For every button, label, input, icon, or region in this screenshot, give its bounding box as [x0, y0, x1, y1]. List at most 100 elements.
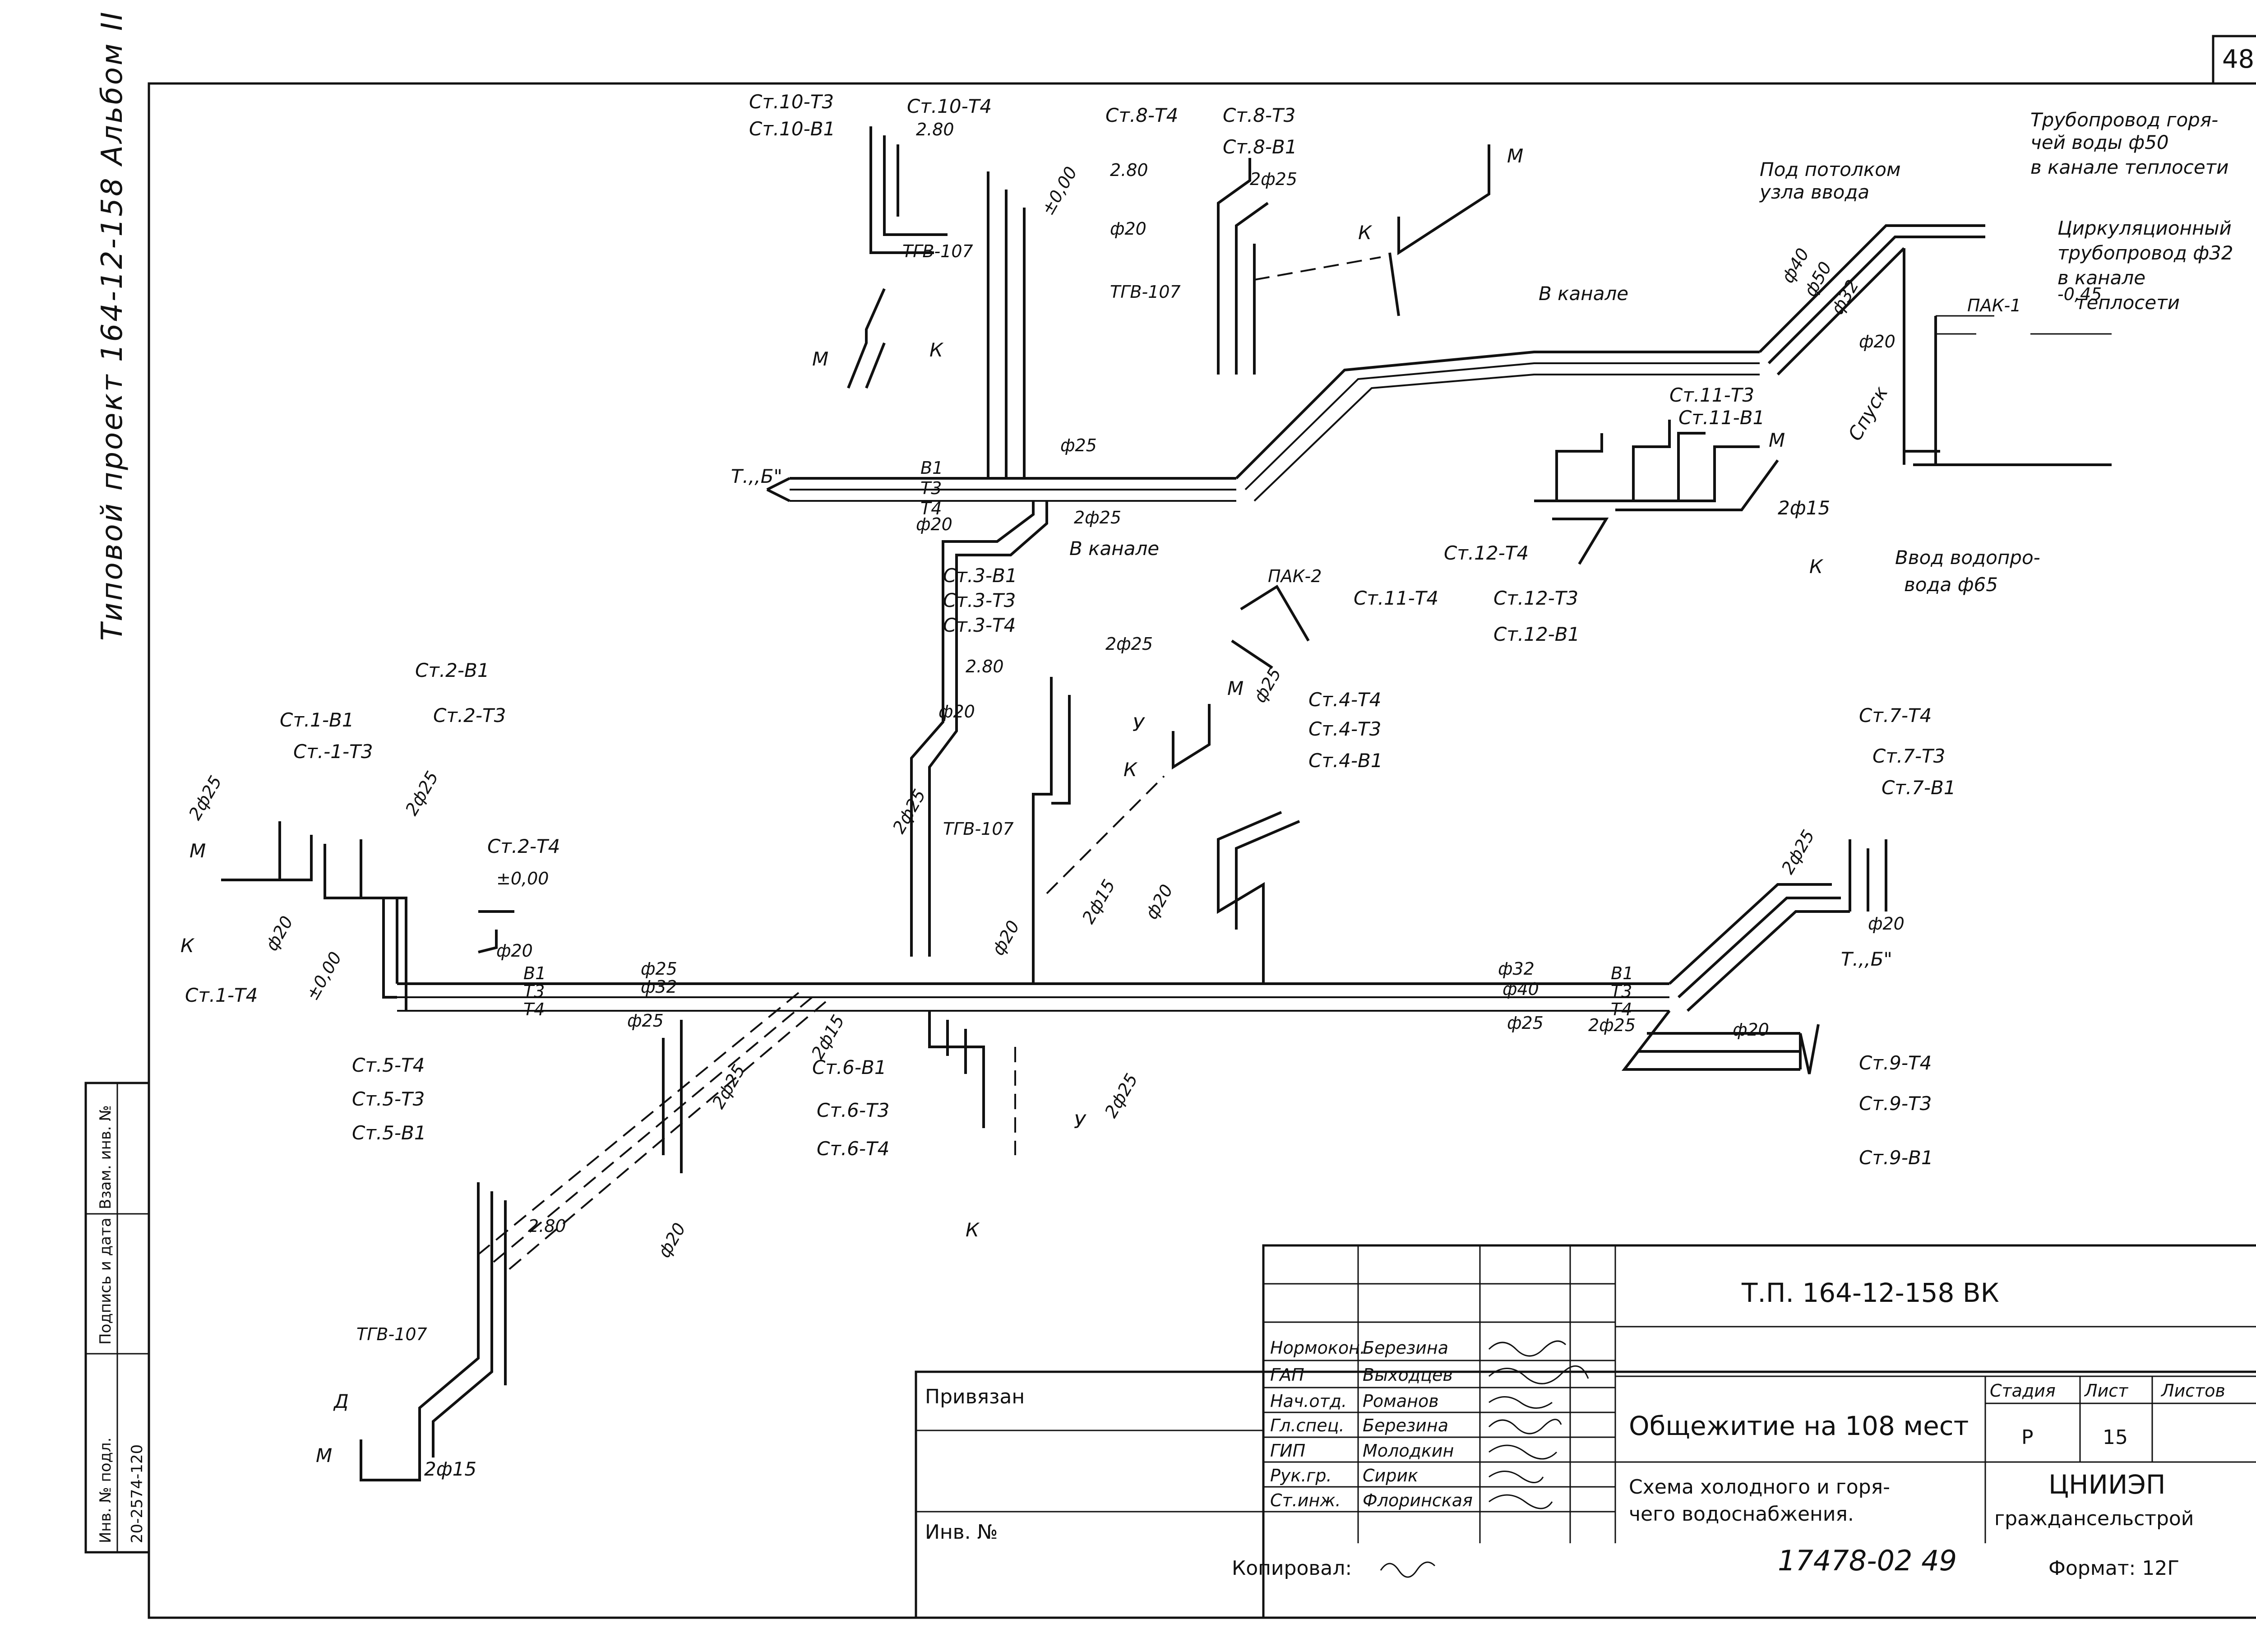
label-st8-b1: Ст.8-В1: [1223, 136, 1297, 158]
label-spusk: Спуск: [1844, 382, 1892, 444]
code-t3-right: Т3: [1611, 981, 1632, 1001]
tb-bound: Привязан: [925, 1385, 1025, 1408]
fixture-m-st1: М: [190, 840, 206, 862]
fixture-m-st8: М: [1507, 145, 1523, 167]
label-d20-k: ф20: [1142, 881, 1177, 922]
label-st5-t4: Ст.5-Т4: [352, 1054, 425, 1076]
tb-name-6: Флоринская: [1363, 1490, 1473, 1510]
label-d15-a: 2ф15: [1078, 876, 1119, 927]
tb-inv: Инв. №: [925, 1521, 998, 1544]
fixture-m-st3: М: [1227, 677, 1244, 699]
label-d25-f: 2ф25: [889, 786, 930, 837]
tb-stage: Р: [2021, 1426, 2034, 1449]
stamp-inv-value: 20-2574-120: [128, 1444, 146, 1543]
label-circ-3: в канале: [2057, 267, 2145, 289]
label-st11-b1: Ст.11-В1: [1678, 407, 1765, 429]
code-b1-upper: В1: [920, 458, 943, 478]
fixture-k-st10: К: [929, 339, 944, 361]
label-d2-15-a: 2ф15: [1778, 497, 1830, 519]
signatures: [1488, 1340, 1589, 1509]
fixture-m-st5: М: [316, 1444, 332, 1467]
fixture-m-st11: М: [1769, 429, 1785, 451]
tb-sheet: 15: [2103, 1426, 2128, 1449]
pipe-network: [221, 126, 2112, 1481]
label-d20-h: ф20: [988, 917, 1024, 958]
label-d20-f: ф20: [496, 941, 533, 961]
label-d20-c: ф20: [916, 514, 952, 534]
label-d2-25-a: 2ф25: [1250, 169, 1297, 189]
label-tgv-d: ТГВ-107: [356, 1324, 427, 1344]
label-vvod-1: Ввод водопро-: [1895, 546, 2040, 569]
label-st1-t4: Ст.1-Т4: [185, 984, 258, 1006]
sheet-number: 48: [2222, 45, 2254, 74]
label-d2-25-f: 2ф25: [1778, 827, 1819, 878]
tb-building: Общежитие на 108 мест: [1629, 1411, 1969, 1441]
label-st2-b1: Ст.2-В1: [415, 659, 490, 681]
label-d32-c: ф32: [1498, 959, 1535, 979]
label-h280-b: 2.80: [1110, 160, 1148, 180]
label-h280-c: 2.80: [966, 657, 1004, 676]
label-minus045: -0,45: [2057, 284, 2102, 304]
label-st11-t3: Ст.11-Т3: [1669, 384, 1754, 406]
label-d20-j: ф20: [654, 1219, 690, 1261]
stamp-sign-date: Подпись и дата: [97, 1217, 115, 1345]
label-under-ceiling-1: Под потолком: [1760, 158, 1901, 180]
code-t3-mid: Т3: [523, 981, 545, 1001]
label-d2-25-g: 2ф25: [1101, 1070, 1142, 1121]
label-st7-t3: Ст.7-Т3: [1872, 745, 1945, 767]
label-pak1: ПАК-1: [1967, 296, 2021, 315]
code-t4-right: Т4: [1611, 1000, 1632, 1019]
middle-main: [221, 677, 1887, 1481]
label-tgv-b: ТГВ-107: [1110, 282, 1181, 302]
label-st5-b1: Ст.5-В1: [352, 1122, 426, 1144]
label-d20-g: ф20: [1868, 914, 1905, 934]
label-hot-pipe-1: Трубопровод горя-: [2030, 109, 2218, 131]
pipe-code-labels: В1 Т3 Т4 В1 Т3 Т4 В1 Т3 Т4: [523, 458, 1633, 1019]
label-st9-b1: Ст.9-В1: [1859, 1147, 1933, 1169]
tb-drawing-2: чего водоснабжения.: [1629, 1503, 1854, 1526]
label-d20-b: ф20: [1859, 332, 1895, 352]
tb-role-5: Рук.гр.: [1270, 1466, 1332, 1485]
fixture-k-st3: К: [1123, 759, 1138, 781]
title-block: Т.П. 164-12-158 ВК Общежитие на 108 мест…: [915, 1244, 2256, 1619]
label-zero-a: ±0,00: [1038, 163, 1081, 219]
tb-name-3: Березина: [1363, 1416, 1448, 1435]
tb-name-4: Молодкин: [1363, 1441, 1454, 1461]
label-d25-e: ф25: [1507, 1013, 1544, 1033]
label-st3-t3: Ст.3-Т3: [943, 589, 1016, 611]
label-d2-25-b: 2ф25: [1074, 508, 1121, 528]
tb-name-1: Выходцев: [1363, 1365, 1453, 1385]
fixture-labels: М К М К М К М К К У М К У М Д: [180, 145, 1824, 1467]
label-d25-d: ф25: [627, 1011, 664, 1031]
fixture-k-st11: К: [1809, 555, 1824, 578]
footer: Копировал: 17478-02 49 Формат: 12Г: [1232, 1544, 2179, 1580]
label-d25-c: ф25: [641, 959, 677, 979]
label-d2-25-d: 2ф25: [185, 773, 226, 824]
label-tgv-c: ТГВ-107: [943, 819, 1014, 839]
label-hot-pipe-3: в канале теплосети: [2030, 156, 2228, 178]
side-project-title: Типовой проект 164-12-158 Альбом II: [96, 10, 129, 641]
tb-role-4: ГИП: [1270, 1441, 1305, 1461]
label-d2-25-i: 2ф25: [708, 1061, 749, 1112]
label-tgv-a: ТГВ-107: [902, 241, 973, 261]
tb-role-2: Нач.отд.: [1270, 1391, 1347, 1411]
label-st12-t4: Ст.12-Т4: [1444, 542, 1529, 564]
label-d25-a: ф25: [1060, 435, 1097, 455]
label-st10-t4: Ст.10-Т4: [907, 95, 992, 117]
label-vvod-2: вода ф65: [1904, 574, 1998, 596]
label-t-b-a: Т.,,Б": [731, 465, 782, 487]
stamp-inv-podl: Инв. № подл.: [97, 1437, 115, 1543]
label-in-channel-b: В канале: [1069, 537, 1159, 560]
tb-role-0: Нормокон.: [1270, 1338, 1365, 1358]
label-zero-c: ±0,00: [302, 949, 346, 1004]
tb-drawing-1: Схема холодного и горя-: [1629, 1476, 1890, 1499]
fixture-d-st5: Д: [333, 1390, 349, 1412]
label-circ-4: теплосети: [2076, 292, 2180, 314]
tb-role-6: Ст.инж.: [1270, 1490, 1341, 1510]
code-t4-upper: Т4: [920, 499, 942, 518]
sheet-frame: 48: [148, 35, 2256, 1619]
label-d32-b: ф32: [641, 977, 677, 997]
label-st9-t3: Ст.9-Т3: [1859, 1092, 1932, 1115]
label-d20-a: ф20: [1110, 219, 1146, 239]
copied-signature: [1380, 1561, 1436, 1578]
